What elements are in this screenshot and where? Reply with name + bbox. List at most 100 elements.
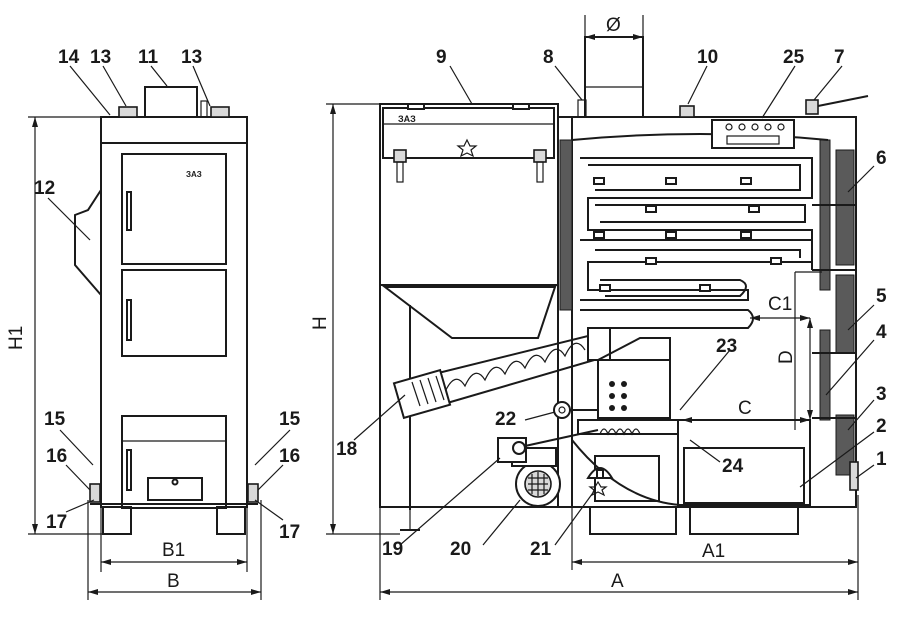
spacer-3 [740, 177, 752, 185]
flue-outlet-top [144, 86, 198, 118]
h1-arrow-top [32, 117, 38, 127]
base-block-left [589, 506, 677, 535]
lid-bolt-right [536, 161, 544, 183]
callout-2: 2 [876, 416, 887, 437]
controller-display [726, 135, 780, 145]
motor-rib-3 [427, 377, 437, 403]
callout-16a: 16 [46, 446, 67, 467]
fitting-1 [849, 461, 859, 491]
fan-grille [528, 472, 548, 496]
lid-clamp-right [533, 149, 547, 163]
callout-13b: 13 [181, 47, 202, 68]
callout-10: 10 [697, 47, 718, 68]
burner-hole-6 [621, 405, 627, 411]
controller-btn-1 [725, 123, 733, 131]
cover-edge [817, 95, 869, 107]
leader-14 [69, 65, 111, 116]
callout-12: 12 [34, 178, 55, 199]
exchanger-pass-2 [580, 239, 813, 301]
ash-chute-curve [571, 439, 681, 506]
burner-hole-4 [621, 393, 627, 399]
dim-c1: C1 [768, 294, 792, 315]
callout-15b: 15 [279, 409, 301, 430]
fitting-7 [805, 99, 819, 115]
callout-9: 9 [436, 47, 447, 68]
callout-11: 11 [138, 47, 159, 68]
callout-6: 6 [876, 148, 887, 169]
c-arrow-right [800, 417, 810, 423]
callout-14: 14 [58, 47, 80, 68]
dim-b: B [167, 571, 180, 592]
valve-top [200, 100, 208, 118]
leader-3 [847, 399, 875, 431]
exchanger-inner-3 [595, 249, 801, 258]
grate-flames [599, 428, 641, 436]
middle-door [121, 269, 227, 357]
dim-b1: B1 [162, 540, 185, 561]
actuator-rod [524, 429, 599, 447]
b-arrow-left [88, 589, 98, 595]
callout-25: 25 [783, 47, 805, 68]
callout-13a: 13 [90, 47, 111, 68]
leader-23 [679, 349, 731, 411]
dim-h: H [310, 316, 331, 330]
controller-btn-2 [738, 123, 746, 131]
insulation-right-lower [819, 329, 831, 421]
spacer-5 [748, 205, 760, 213]
c1-arrow-right [800, 315, 810, 321]
motor-rib-1 [411, 381, 421, 407]
spacer-7 [665, 231, 677, 239]
door-handle-2 [126, 299, 132, 341]
leader-21 [554, 489, 596, 546]
callout-1: 1 [876, 449, 887, 470]
b1-arrow-left [101, 559, 111, 565]
hopper-lid [382, 107, 555, 159]
h-arrow-bottom [330, 524, 336, 534]
callout-3: 3 [876, 384, 887, 405]
spacer-4 [645, 205, 657, 213]
hopper-funnel [382, 286, 557, 339]
hopper-outline [379, 103, 559, 508]
callout-4: 4 [876, 322, 887, 343]
fitting-left [89, 483, 101, 503]
leader-10 [687, 65, 708, 105]
motor-rib-4 [435, 375, 445, 401]
actuator-knob [512, 441, 526, 455]
callout-22: 22 [495, 409, 516, 430]
callout-7: 7 [834, 47, 845, 68]
cleanout-21-star [588, 480, 608, 497]
diameter-arrow-right [633, 34, 643, 40]
base-block-right [689, 506, 799, 535]
sensor-22-core [558, 406, 566, 414]
upper-door [121, 153, 227, 265]
lid-star-mark [456, 138, 478, 158]
ash-drawer [683, 447, 805, 504]
callout-18: 18 [336, 439, 357, 460]
leader-9 [449, 65, 473, 105]
ash-door [121, 415, 227, 509]
leader-1 [855, 464, 875, 479]
insulation-right [819, 139, 831, 291]
lid-clamp-left [393, 149, 407, 163]
front-logo: ЗАЗ [186, 170, 202, 179]
callout-17a: 17 [46, 512, 67, 533]
exchanger-inner-4 [600, 279, 747, 297]
dim-h1: H1 [6, 326, 27, 350]
spacer-12 [699, 284, 711, 292]
fitting-10 [679, 105, 695, 118]
callout-21: 21 [530, 539, 552, 560]
callout-20: 20 [450, 539, 471, 560]
middle-door-insulation [835, 274, 855, 354]
callout-8: 8 [543, 47, 554, 68]
leader-20 [482, 499, 521, 546]
d-arrow-top [807, 318, 813, 328]
d-arrow-bottom [807, 410, 813, 420]
dim-a1: A1 [702, 541, 725, 562]
spacer-10 [770, 257, 782, 265]
leader-16a [65, 464, 91, 491]
callout-16b: 16 [279, 446, 300, 467]
front-view: ЗАЗ H1 B1 B [6, 47, 301, 600]
dim-d: D [776, 350, 797, 364]
exchanger-pass-1 [580, 157, 813, 270]
